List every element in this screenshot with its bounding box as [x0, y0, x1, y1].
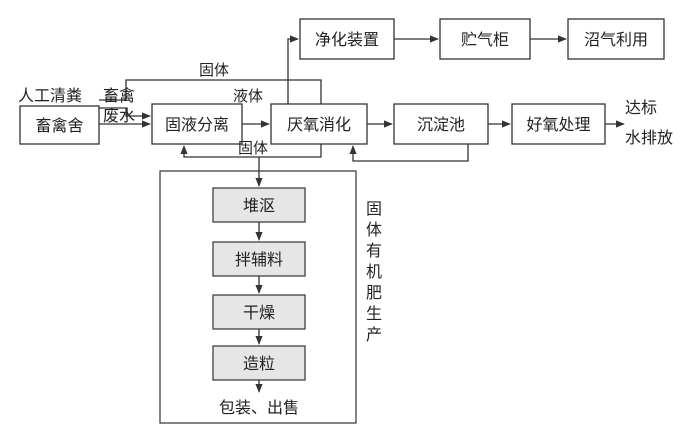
- barn-box: [19, 105, 100, 145]
- sedimentation-label: 沉淀池: [417, 115, 465, 134]
- purifier-label: 净化装置: [315, 30, 379, 49]
- solid-label-top: 固体: [199, 61, 229, 79]
- packaging-label: 包装、出售: [219, 398, 299, 417]
- granulation-label: 造粒: [243, 354, 275, 373]
- group-label-char: 产: [366, 325, 382, 344]
- arrow-wastewater-to-separation: [99, 107, 151, 120]
- fertilizer-production-frame: [159, 170, 357, 424]
- arrow-return-to-separation: [180, 144, 322, 158]
- arrow-anaerobic-to-purifier: [287, 35, 299, 104]
- composting-label: 堆沤: [243, 196, 275, 215]
- liquid-label: 液体: [233, 87, 263, 105]
- aerobic-box: [511, 103, 606, 145]
- sedimentation-box: [393, 103, 489, 145]
- mixing-box: [212, 241, 306, 277]
- group-label-char: 机: [366, 262, 382, 281]
- group-label-char: 生: [366, 304, 382, 323]
- gasholder-label: 贮气柜: [461, 30, 509, 49]
- wastewater-label-line1: 畜禽: [103, 86, 135, 105]
- gasholder-box: [439, 18, 531, 60]
- solid-label-bottom: 固体: [238, 139, 268, 157]
- anaerobic-box: [270, 103, 368, 145]
- granulation-box: [212, 345, 306, 381]
- connectors: [99, 35, 625, 393]
- biogas-box: [567, 18, 665, 60]
- separation-label: 固液分离: [165, 115, 229, 134]
- barn-label: 畜禽舍: [35, 116, 83, 135]
- group-label-char: 体: [366, 220, 382, 239]
- mixing-label: 拌辅料: [235, 250, 283, 269]
- group-label-char: 肥: [366, 283, 382, 302]
- arrow-sedimentation-return: [349, 144, 469, 162]
- drying-label: 干燥: [243, 303, 275, 322]
- wastewater-label-line2: 废水: [103, 106, 135, 125]
- group-label-char: 固: [366, 199, 382, 218]
- discharge-label-line1: 达标: [625, 98, 657, 117]
- drying-box: [212, 294, 306, 330]
- line-solid-bypass: [99, 79, 322, 104]
- purifier-box: [299, 18, 395, 60]
- discharge-label-line2: 水排放: [625, 128, 673, 147]
- group-label-char: 有: [366, 241, 382, 260]
- separation-box: [151, 103, 243, 145]
- anaerobic-label: 厌氧消化: [287, 115, 351, 134]
- biogas-label: 沼气利用: [584, 30, 648, 49]
- manual-cleaning-label: 人工清粪: [18, 86, 82, 105]
- composting-box: [212, 187, 306, 223]
- aerobic-label: 好氧处理: [526, 115, 590, 134]
